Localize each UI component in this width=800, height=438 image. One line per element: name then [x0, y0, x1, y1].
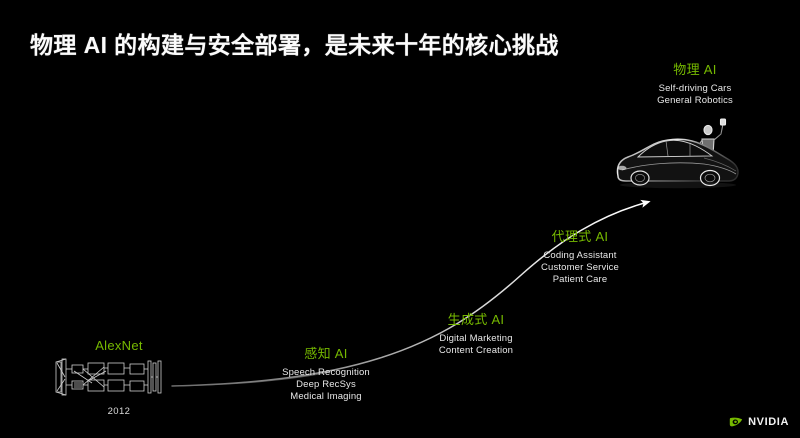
stage-physical-title: 物理 AI	[673, 62, 717, 77]
stage-agentic-items: Coding Assistant Customer Service Patien…	[490, 250, 670, 286]
stage-item: Medical Imaging	[290, 391, 362, 402]
stage-agentic: 代理式 AI Coding Assistant Customer Service…	[490, 229, 670, 286]
alexnet-year-label: 2012	[107, 406, 131, 417]
nvidia-logo: NVIDIA	[729, 416, 789, 428]
stage-item: Speech Recognition	[282, 367, 370, 378]
car-rear-wheel	[699, 169, 721, 187]
stage-perception: 感知 AI Speech Recognition Deep RecSys Med…	[236, 346, 416, 403]
stage-generative: 生成式 AI Digital Marketing Content Creatio…	[386, 312, 566, 357]
stage-physical: 物理 AI Self-driving Cars General Robotics	[610, 62, 780, 107]
nvidia-wordmark: NVIDIA	[748, 416, 789, 428]
stage-generative-title: 生成式 AI	[447, 312, 505, 327]
stage-item: General Robotics	[657, 95, 733, 106]
stage-agentic-title: 代理式 AI	[551, 229, 609, 244]
stage-perception-title: 感知 AI	[304, 346, 348, 361]
stage-item: Content Creation	[438, 345, 514, 356]
stage-item: Customer Service	[541, 262, 619, 273]
stage-item: Coding Assistant	[543, 250, 617, 261]
alexnet-architecture-icon	[55, 358, 162, 396]
stage-item: Deep RecSys	[296, 379, 356, 390]
stage-item: Digital Marketing	[439, 333, 513, 344]
stage-item: Self-driving Cars	[658, 83, 732, 94]
self-driving-car-and-robot-illustration	[616, 118, 739, 189]
stage-generative-items: Digital Marketing Content Creation	[386, 333, 566, 357]
alexnet-origin-block: AlexNet	[44, 338, 194, 417]
nvidia-eye-icon	[729, 417, 743, 426]
wireframe-car	[616, 138, 739, 189]
car-greenhouse	[636, 139, 714, 158]
car-ground-shadow	[620, 181, 736, 189]
alexnet-label: AlexNet	[95, 338, 143, 353]
stage-item: Patient Care	[552, 274, 608, 285]
car-headlight	[617, 165, 627, 171]
car-front-wheel	[630, 170, 650, 186]
stage-physical-items: Self-driving Cars General Robotics	[610, 83, 780, 107]
page-title: 物理 AI 的构建与安全部署，是未来十年的核心挑战	[30, 32, 559, 58]
stage-perception-items: Speech Recognition Deep RecSys Medical I…	[236, 367, 416, 403]
